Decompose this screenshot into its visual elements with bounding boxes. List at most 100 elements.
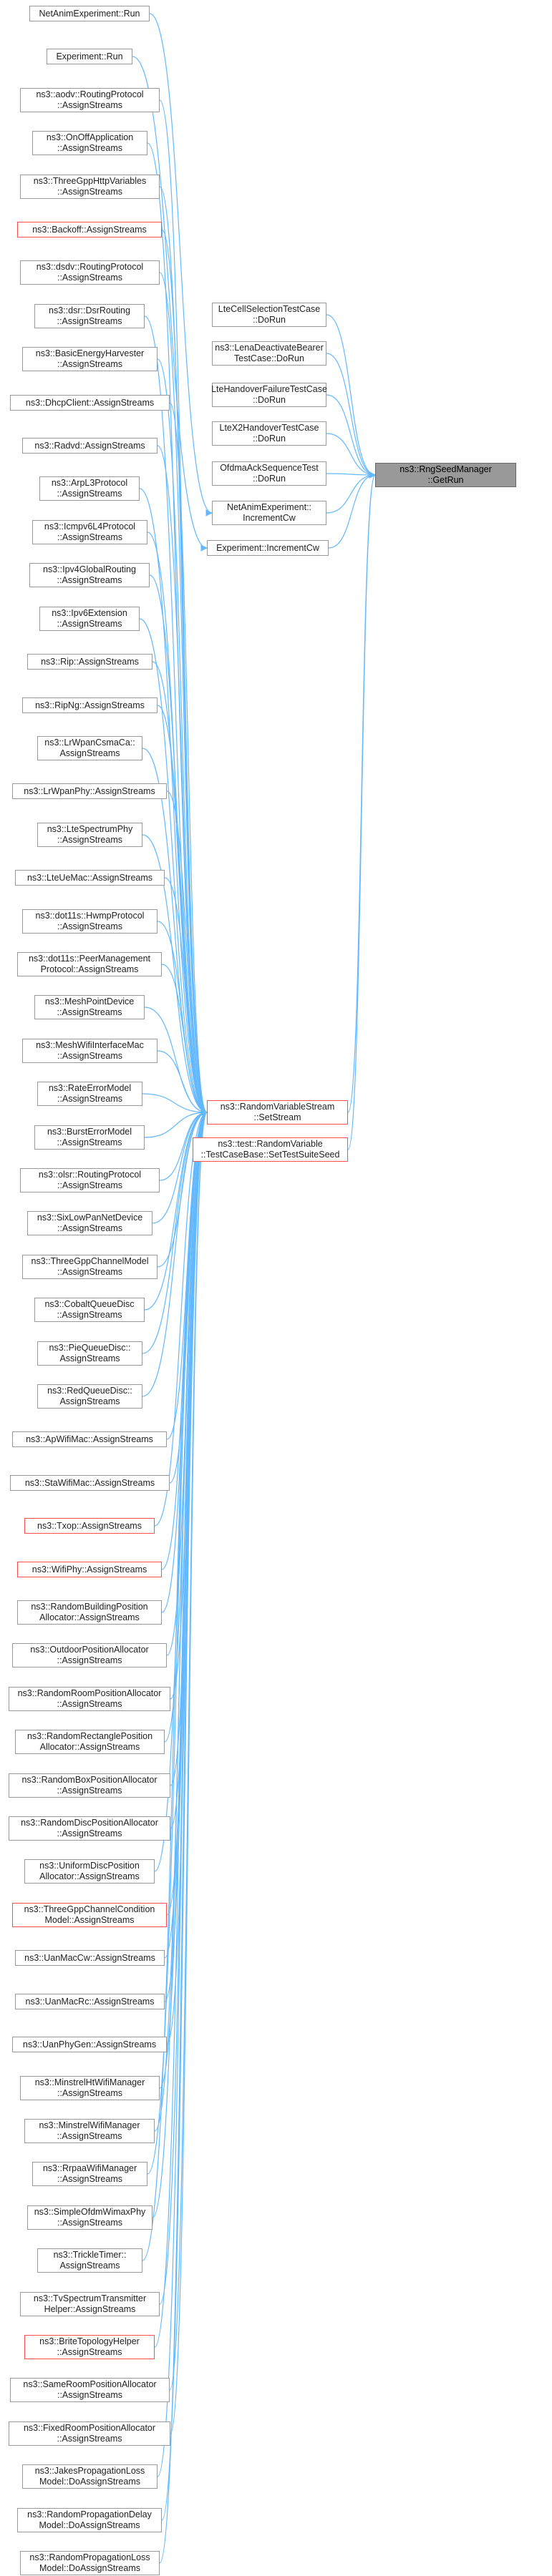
node-left-3[interactable]: ns3::OnOffApplication ::AssignStreams: [32, 131, 147, 155]
node-left-23[interactable]: ns3::MeshPointDevice ::AssignStreams: [34, 995, 145, 1019]
node-left-14[interactable]: ns3::Ipv6Extension ::AssignStreams: [39, 607, 140, 631]
node-left-1[interactable]: Experiment::Run: [47, 49, 132, 64]
node-left-0[interactable]: NetAnimExperiment::Run: [29, 6, 150, 21]
node-left-10[interactable]: ns3::Radvd::AssignStreams: [22, 438, 158, 454]
node-m7[interactable]: Experiment::IncrementCw: [207, 540, 329, 556]
edge-left-1: [132, 56, 208, 552]
node-left-38[interactable]: ns3::OutdoorPositionAllocator ::AssignSt…: [12, 1643, 167, 1667]
node-left-11[interactable]: ns3::ArpL3Protocol ::AssignStreams: [39, 476, 140, 501]
node-left-15[interactable]: ns3::Rip::AssignStreams: [27, 654, 152, 670]
node-left-49[interactable]: ns3::MinstrelWifiManager ::AssignStreams: [24, 2119, 155, 2143]
node-m2[interactable]: ns3::LenaDeactivateBearer TestCase::DoRu…: [212, 341, 326, 366]
edge-left-25: [142, 1093, 208, 1116]
node-randomvariablestream-setstream[interactable]: ns3::RandomVariableStream ::SetStream: [207, 1100, 348, 1125]
node-left-9[interactable]: ns3::DhcpClient::AssignStreams: [10, 395, 170, 411]
node-left-40[interactable]: ns3::RandomRectanglePosition Allocator::…: [15, 1730, 165, 1754]
edge-left-9: [169, 402, 208, 1116]
node-m1[interactable]: LteCellSelectionTestCase ::DoRun: [212, 303, 326, 327]
node-left-27[interactable]: ns3::olsr::RoutingProtocol ::AssignStrea…: [20, 1168, 160, 1192]
node-left-8[interactable]: ns3::BasicEnergyHarvester ::AssignStream…: [22, 347, 158, 371]
edge-left-30: [144, 1109, 208, 1311]
node-left-20[interactable]: ns3::LteUeMac::AssignStreams: [15, 870, 165, 886]
edge-left-26: [144, 1109, 208, 1138]
edge-left-20: [164, 877, 208, 1116]
node-left-55[interactable]: ns3::SameRoomPositionAllocator ::AssignS…: [10, 2378, 170, 2402]
node-left-2[interactable]: ns3::aodv::RoutingProtocol ::AssignStrea…: [20, 88, 160, 112]
edge-left-52: [142, 1109, 208, 2261]
node-left-33[interactable]: ns3::ApWifiMac::AssignStreams: [12, 1431, 167, 1447]
edge-left-54: [154, 1109, 208, 2348]
edge-left-24: [157, 1050, 208, 1116]
node-left-46[interactable]: ns3::UanMacRc::AssignStreams: [15, 1994, 165, 2009]
node-left-6[interactable]: ns3::dsdv::RoutingProtocol ::AssignStrea…: [20, 260, 160, 285]
node-left-59[interactable]: ns3::RandomPropagationLoss Model::DoAssi…: [20, 2551, 160, 2575]
node-left-26[interactable]: ns3::BurstErrorModel ::AssignStreams: [34, 1125, 145, 1150]
node-left-24[interactable]: ns3::MeshWifiInterfaceMac ::AssignStream…: [22, 1039, 158, 1063]
edge-left-10: [157, 445, 208, 1116]
node-left-29[interactable]: ns3::ThreeGppChannelModel ::AssignStream…: [22, 1255, 158, 1279]
node-left-32[interactable]: ns3::RedQueueDisc:: AssignStreams: [37, 1384, 142, 1409]
node-left-35[interactable]: ns3::Txop::AssignStreams: [24, 1518, 155, 1534]
edge-left-14: [139, 618, 208, 1116]
node-left-13[interactable]: ns3::Ipv4GlobalRouting ::AssignStreams: [29, 563, 150, 587]
edge-left-32: [142, 1109, 208, 1397]
edge-left-50: [147, 1109, 208, 2175]
node-left-18[interactable]: ns3::LrWpanPhy::AssignStreams: [12, 783, 167, 799]
node-left-12[interactable]: ns3::Icmpv6L4Protocol ::AssignStreams: [32, 520, 147, 544]
edge-left-56: [170, 1109, 208, 2434]
node-left-17[interactable]: ns3::LrWpanCsmaCa:: AssignStreams: [37, 736, 142, 760]
node-left-31[interactable]: ns3::PieQueueDisc:: AssignStreams: [37, 1341, 142, 1366]
node-left-47[interactable]: ns3::UanPhyGen::AssignStreams: [12, 2037, 167, 2052]
edge-middle-4: [326, 471, 376, 479]
node-left-45[interactable]: ns3::UanMacCw::AssignStreams: [15, 1950, 165, 1966]
node-left-19[interactable]: ns3::LteSpectrumPhy ::AssignStreams: [37, 823, 142, 847]
edge-left-59: [159, 1109, 208, 2564]
node-left-51[interactable]: ns3::SimpleOfdmWimaxPhy ::AssignStreams: [27, 2205, 152, 2230]
node-left-16[interactable]: ns3::RipNg::AssignStreams: [22, 697, 158, 713]
node-left-44[interactable]: ns3::ThreeGppChannelCondition Model::Ass…: [12, 1903, 167, 1927]
node-left-5[interactable]: ns3::Backoff::AssignStreams: [17, 222, 162, 237]
node-left-4[interactable]: ns3::ThreeGppHttpVariables ::AssignStrea…: [20, 175, 160, 199]
node-left-34[interactable]: ns3::StaWifiMac::AssignStreams: [10, 1475, 170, 1491]
node-left-25[interactable]: ns3::RateErrorModel ::AssignStreams: [37, 1082, 142, 1106]
node-left-7[interactable]: ns3::dsr::DsrRouting ::AssignStreams: [34, 304, 145, 328]
edge-middle-5: [326, 471, 376, 514]
node-left-53[interactable]: ns3::TvSpectrumTransmitter Helper::Assig…: [20, 2292, 160, 2316]
node-left-43[interactable]: ns3::UniformDiscPosition Allocator::Assi…: [24, 1859, 155, 1884]
node-left-58[interactable]: ns3::RandomPropagationDelay Model::DoAss…: [17, 2508, 162, 2532]
node-left-56[interactable]: ns3::FixedRoomPositionAllocator ::Assign…: [9, 2421, 170, 2446]
node-left-39[interactable]: ns3::RandomRoomPositionAllocator ::Assig…: [9, 1687, 170, 1711]
edge-left-11: [139, 488, 208, 1116]
edge-left-5: [161, 229, 208, 1116]
node-left-37[interactable]: ns3::RandomBuildingPosition Allocator::A…: [17, 1600, 162, 1625]
node-left-22[interactable]: ns3::dot11s::PeerManagement Protocol::As…: [17, 952, 162, 976]
edge-middle-2: [326, 394, 376, 479]
node-m3[interactable]: LteHandoverFailureTestCase ::DoRun: [211, 383, 327, 407]
node-left-57[interactable]: ns3::JakesPropagationLoss Model::DoAssig…: [22, 2464, 158, 2489]
edge-left-6: [159, 272, 208, 1116]
focus-node-rngseed-getrun[interactable]: ns3::RngSeedManager ::GetRun: [375, 463, 516, 487]
node-m4[interactable]: LteX2HandoverTestCase ::DoRun: [212, 421, 326, 446]
edge-left-0: [149, 13, 213, 516]
node-left-28[interactable]: ns3::SixLowPanNetDevice ::AssignStreams: [27, 1211, 152, 1235]
node-testcasebase-settestsuiteseed[interactable]: ns3::test::RandomVariable ::TestCaseBase…: [193, 1137, 348, 1162]
edge-left-28: [152, 1109, 208, 1224]
edge-left-22: [161, 964, 208, 1116]
node-left-50[interactable]: ns3::RrpaaWifiManager ::AssignStreams: [32, 2162, 147, 2186]
node-left-30[interactable]: ns3::CobaltQueueDisc ::AssignStreams: [34, 1298, 145, 1322]
edge-testsuiteseed-focus: [347, 471, 376, 1150]
node-m6[interactable]: NetAnimExperiment:: IncrementCw: [212, 501, 326, 525]
node-left-36[interactable]: ns3::WifiPhy::AssignStreams: [17, 1562, 162, 1577]
edge-left-18: [166, 790, 208, 1116]
edge-left-16: [157, 705, 208, 1116]
node-left-52[interactable]: ns3::TrickleTimer:: AssignStreams: [37, 2248, 142, 2273]
node-left-41[interactable]: ns3::RandomBoxPositionAllocator ::Assign…: [9, 1773, 170, 1798]
edge-left-31: [142, 1109, 208, 1354]
node-m5[interactable]: OfdmaAckSequenceTest ::DoRun: [212, 461, 326, 486]
edge-left-19: [142, 834, 208, 1116]
node-left-42[interactable]: ns3::RandomDiscPositionAllocator ::Assig…: [9, 1816, 170, 1841]
edge-middle-1: [326, 353, 376, 479]
node-left-54[interactable]: ns3::BriteTopologyHelper ::AssignStreams: [24, 2335, 155, 2359]
node-left-48[interactable]: ns3::MinstrelHtWifiManager ::AssignStrea…: [20, 2076, 160, 2100]
node-left-21[interactable]: ns3::dot11s::HwmpProtocol ::AssignStream…: [22, 909, 158, 934]
